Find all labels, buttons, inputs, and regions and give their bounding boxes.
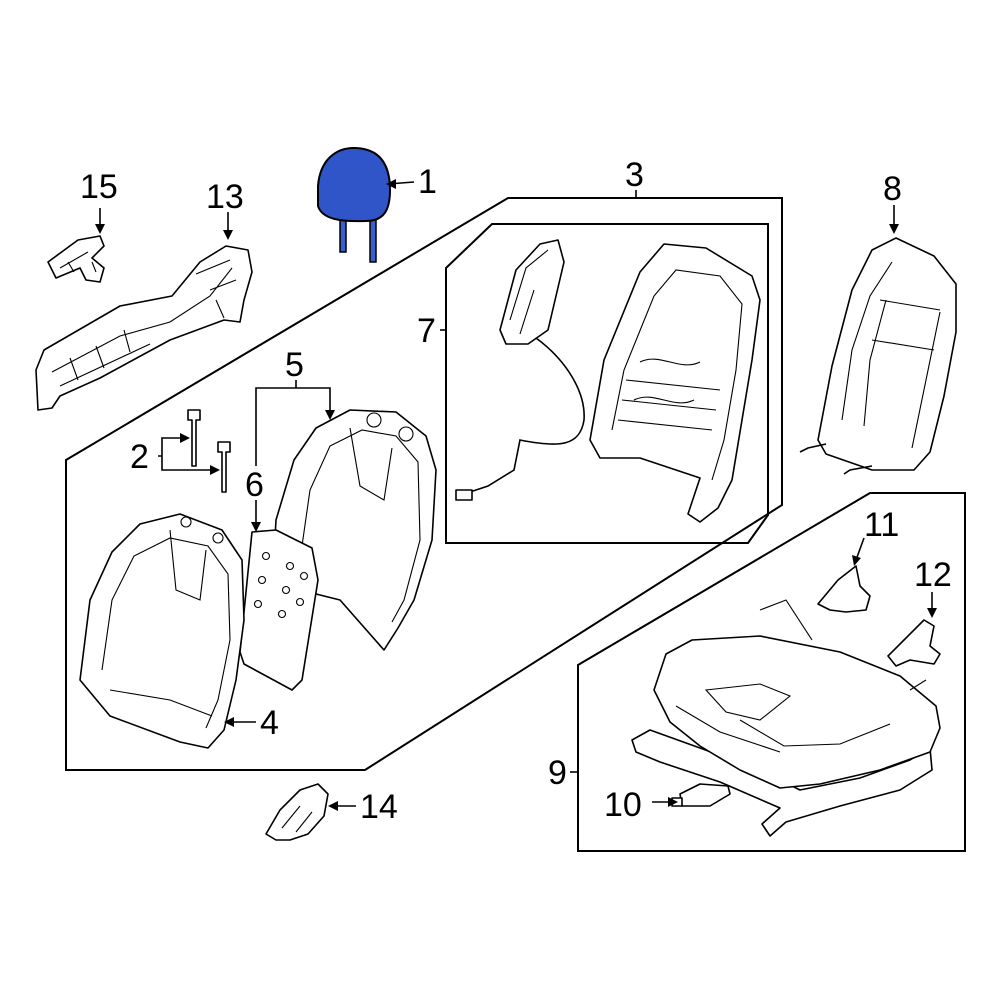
callout-5: 5	[285, 346, 304, 384]
seat-back-group-frame	[65, 197, 783, 771]
callout-4: 4	[260, 704, 279, 742]
callout-14: 14	[360, 788, 398, 826]
callout-7: 7	[417, 312, 436, 350]
callout-9: 9	[548, 754, 567, 792]
seat-cushion-group-frame	[577, 492, 966, 852]
callout-3: 3	[625, 156, 644, 194]
seat-back-inner-frame	[445, 223, 769, 544]
back-insert-part[interactable]	[239, 529, 319, 691]
bracket-part-11[interactable]	[817, 565, 871, 613]
leader-lines	[95, 179, 937, 811]
callout-15: 15	[80, 168, 118, 206]
callout-11: 11	[864, 506, 899, 544]
side-airbag-part[interactable]	[455, 239, 585, 501]
callout-12: 12	[914, 556, 952, 594]
back-cover-part[interactable]	[79, 513, 245, 749]
cover-part-15[interactable]	[47, 235, 105, 283]
headrest-pad	[317, 146, 392, 223]
side-shield-part[interactable]	[35, 245, 253, 411]
callout-6: 6	[245, 466, 264, 504]
back-panel-part[interactable]	[799, 237, 957, 475]
callout-1: 1	[418, 163, 437, 201]
cushion-assy-part[interactable]	[631, 599, 941, 837]
module-part[interactable]	[671, 783, 731, 807]
headrest-part[interactable]	[317, 146, 392, 263]
callout-2: 2	[130, 438, 149, 476]
knob-part[interactable]	[265, 783, 329, 841]
callout-8: 8	[883, 170, 902, 208]
back-frame-part[interactable]	[589, 243, 761, 523]
callout-13: 13	[206, 178, 244, 216]
bracket-part-12[interactable]	[887, 619, 941, 667]
callout-10: 10	[604, 786, 642, 824]
pins-part[interactable]	[187, 409, 231, 493]
